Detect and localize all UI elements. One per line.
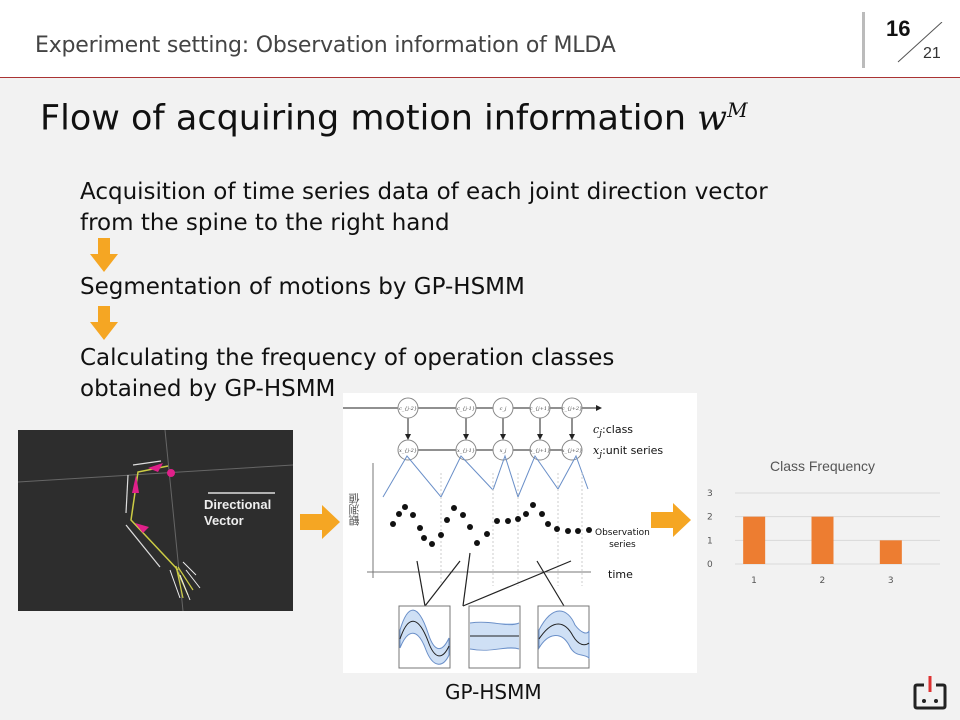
- slide-header: Experiment setting: Observation informat…: [0, 0, 960, 78]
- figure-legend: cj:class xj:unit series: [593, 423, 664, 461]
- observation-point: [451, 505, 457, 511]
- y-tick-label: 0: [707, 560, 713, 570]
- observation-point: [575, 528, 581, 534]
- observation-point: [494, 518, 500, 524]
- observation-point: [410, 512, 416, 518]
- observation-point: [474, 540, 480, 546]
- class-node-label: c_j: [500, 406, 507, 412]
- unit-node-label: x_j: [500, 448, 507, 454]
- slide-title: Flow of acquiring motion information wM: [40, 98, 748, 139]
- gp-hsmm-figure: c_{j-2} x_{j-2} c_{j-1} x_{j-1} c_j x_j c_{j+1…: [340, 393, 697, 673]
- observation-point: [417, 525, 423, 531]
- bar-3: [879, 540, 902, 564]
- class-node: [397, 397, 419, 419]
- right-arrow-icon: [651, 503, 691, 537]
- chart-plot: 0 1 2 3 1 2 3: [707, 489, 940, 586]
- y-axis-label: 観測値: [348, 493, 361, 526]
- observation-point: [554, 526, 560, 532]
- obs-line2: series: [609, 540, 636, 550]
- down-arrow-icon: [90, 238, 118, 272]
- observation-point: [539, 511, 545, 517]
- observation-point: [444, 517, 450, 523]
- obs-line1: Observation: [595, 528, 650, 538]
- legend-class: :class: [602, 423, 634, 436]
- observation-point: [530, 502, 536, 508]
- step-2: Segmentation of motions by GP-HSMM: [80, 272, 525, 303]
- page-total: 21: [923, 45, 941, 62]
- step-1: Acquisition of time series data of each …: [80, 177, 768, 239]
- observation-series-label: Observation series: [595, 527, 650, 551]
- step-1-line2: from the spine to the right hand: [80, 210, 450, 236]
- unit-node: [397, 439, 419, 461]
- observation-point: [460, 512, 466, 518]
- step-3-line2: obtained by GP-HSMM: [80, 376, 336, 402]
- y-tick-label: 1: [707, 536, 713, 546]
- class-frequency-chart: Class Frequency 0 1 2 3 1 2 3: [690, 450, 940, 600]
- unit-node-label: x_{j+2}: [562, 448, 583, 454]
- gp-hsmm-diagram: c_{j-2} x_{j-2} c_{j-1} x_{j-1} c_j x_j c_{j+1…: [340, 397, 602, 669]
- unit-node-label: x_{j-2}: [399, 448, 417, 454]
- header-title: Experiment setting: Observation informat…: [35, 33, 616, 58]
- class-node-label: c_{j-2}: [399, 406, 417, 412]
- x-tick-label: 1: [751, 576, 757, 586]
- step-3-line1: Calculating the frequency of operation c…: [80, 345, 615, 371]
- class-node: [561, 397, 583, 419]
- step-1-line1: Acquisition of time series data of each …: [80, 179, 768, 205]
- observation-point: [565, 528, 571, 534]
- class-node-label: c_{j+2}: [562, 406, 583, 412]
- title-var: w: [697, 98, 728, 139]
- class-node-label: c_{j-1}: [457, 406, 475, 412]
- y-tick-label: 3: [707, 489, 713, 499]
- figure-caption: GP-HSMM: [445, 680, 542, 704]
- divider: [862, 12, 865, 68]
- logo-icon: [913, 676, 947, 710]
- class-node: [529, 397, 551, 419]
- label-line1: Directional: [204, 497, 272, 512]
- step-2-line1: Segmentation of motions by GP-HSMM: [80, 274, 525, 300]
- y-tick-label: 2: [707, 513, 713, 523]
- title-text: Flow of acquiring motion information: [40, 98, 698, 139]
- observation-point: [586, 527, 592, 533]
- unit-node-label: x_{j-1}: [457, 448, 475, 454]
- legend-unit: :unit series: [602, 444, 664, 458]
- class-node: [455, 397, 477, 419]
- unit-node: [455, 439, 477, 461]
- unit-node-label: x_{j+1}: [530, 448, 551, 454]
- page-number: 16: [886, 16, 911, 41]
- class-node: [492, 397, 514, 419]
- step-3: Calculating the frequency of operation c…: [80, 343, 614, 405]
- observation-point: [390, 521, 396, 527]
- observation-point: [515, 516, 521, 522]
- bar-1: [743, 516, 766, 564]
- right-arrow-icon: [300, 505, 340, 539]
- observation-point: [396, 511, 402, 517]
- x-tick-label: 3: [888, 576, 894, 586]
- observation-point: [505, 518, 511, 524]
- class-node-label: c_{j+1}: [530, 406, 551, 412]
- observation-point: [429, 541, 435, 547]
- slash-divider: [897, 22, 943, 63]
- skeleton-drawing: [17, 429, 294, 612]
- bar-2: [811, 516, 834, 564]
- observation-point: [421, 535, 427, 541]
- observation-point: [467, 524, 473, 530]
- label-line2: Vector: [204, 513, 244, 528]
- x-axis-label: time: [608, 568, 633, 581]
- observation-point: [545, 521, 551, 527]
- title-sup: M: [727, 98, 748, 122]
- observation-point: [484, 531, 490, 537]
- unit-node: [529, 439, 551, 461]
- observation-point: [523, 511, 529, 517]
- observation-point: [402, 504, 408, 510]
- x-tick-label: 2: [820, 576, 826, 586]
- unit-node: [492, 439, 514, 461]
- unit-node: [561, 439, 583, 461]
- observation-point: [438, 532, 444, 538]
- chart-title: Class Frequency: [769, 458, 876, 474]
- down-arrow-icon: [90, 306, 118, 340]
